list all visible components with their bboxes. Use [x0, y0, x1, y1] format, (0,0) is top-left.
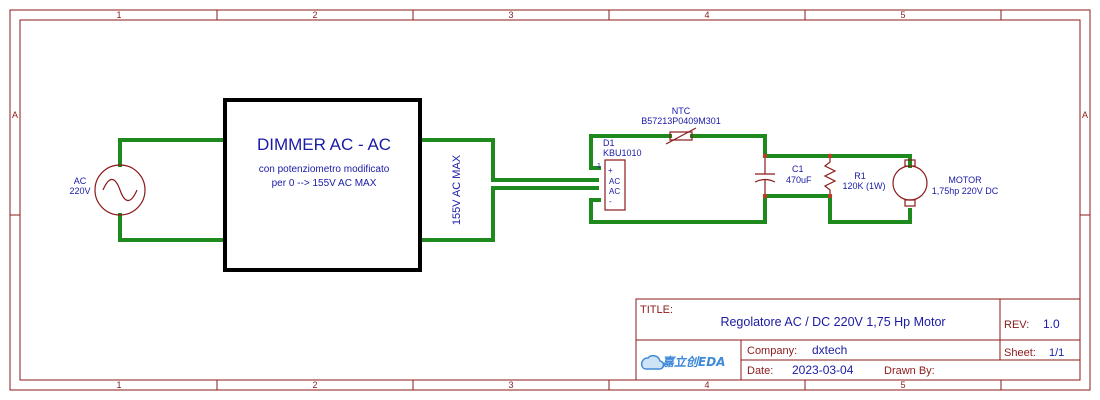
zone-label-top-4: 4	[704, 10, 709, 20]
zone-label-right-a: A	[1082, 110, 1088, 120]
capacitor-ref: C1	[792, 164, 804, 174]
zone-label-bottom-2: 2	[312, 380, 317, 390]
ntc-thermistor-symbol	[669, 131, 693, 141]
dimmer-output-label: 155V AC MAX	[451, 154, 463, 225]
ntc-slash	[665, 127, 697, 145]
company-value: dxtech	[812, 343, 847, 357]
title-label: TITLE:	[640, 304, 673, 316]
company-label: Company:	[747, 345, 797, 357]
bridge-pin-minus: -	[609, 197, 612, 206]
dimmer-module-box	[223, 98, 422, 272]
motor-brush-top	[904, 159, 916, 167]
eda-logo: 嘉立创EDA	[640, 354, 725, 370]
resistor-symbol	[823, 156, 837, 196]
bridge-pin-ac-1: AC	[609, 177, 620, 186]
drawn-by-label: Drawn By:	[884, 365, 935, 377]
wires	[118, 134, 912, 242]
ntc-name: NTC	[672, 106, 691, 116]
capacitor-value: 470uF	[786, 175, 812, 185]
dimmer-line-1: con potenziometro modificato	[259, 164, 390, 175]
motor-spec: 1,75hp 220V DC	[932, 186, 999, 196]
outer-border	[9, 9, 1091, 391]
rev-label: REV:	[1004, 319, 1029, 331]
motor-name: MOTOR	[948, 175, 982, 185]
ac-source-symbol	[94, 164, 146, 216]
title-block	[635, 298, 1081, 381]
zone-label-top-2: 2	[312, 10, 317, 20]
motor-brush-bottom	[904, 199, 916, 207]
zone-label-bottom-4: 4	[704, 380, 709, 390]
sheet-label: Sheet:	[1004, 347, 1036, 359]
zone-label-top-5: 5	[900, 10, 905, 20]
inner-border	[19, 19, 1081, 381]
zone-label-bottom-3: 3	[508, 380, 513, 390]
zone-label-bottom-5: 5	[900, 380, 905, 390]
source-name: AC	[74, 176, 87, 186]
bridge-pin-num-1: 1	[597, 163, 601, 170]
zone-ticks	[10, 10, 1090, 390]
zone-label-top-1: 1	[116, 10, 121, 20]
ntc-part: B57213P0409M301	[641, 116, 721, 126]
zone-label-bottom-1: 1	[116, 380, 121, 390]
resistor-ref: R1	[854, 171, 866, 181]
bridge-pin-ac-2: AC	[609, 187, 620, 196]
bridge-pin-plus: +	[608, 166, 613, 175]
rev-value: 1.0	[1043, 317, 1060, 331]
resistor-value: 120K (1W)	[842, 181, 885, 191]
zone-label-left-a: A	[12, 110, 18, 120]
zone-label-top-3: 3	[508, 10, 513, 20]
motor-symbol	[892, 165, 928, 201]
capacitor-plate-bottom	[754, 178, 776, 183]
source-value: 220V	[69, 186, 90, 196]
date-value: 2023-03-04	[792, 363, 854, 377]
eda-logo-text: 嘉立创EDA	[661, 355, 725, 369]
sine-wave-icon	[102, 178, 138, 202]
bridge-rectifier-body	[604, 159, 626, 211]
bridge-part: KBU1010	[603, 148, 642, 158]
sheet-value: 1/1	[1049, 347, 1064, 359]
date-label: Date:	[747, 365, 773, 377]
title-value: Regolatore AC / DC 220V 1,75 Hp Motor	[720, 315, 945, 329]
junctions	[762, 153, 833, 199]
bridge-ref: D1	[603, 138, 615, 148]
dimmer-line-2: per 0 --> 155V AC MAX	[272, 178, 377, 189]
dimmer-title: DIMMER AC - AC	[257, 135, 391, 154]
cloud-logo-icon	[640, 354, 665, 370]
